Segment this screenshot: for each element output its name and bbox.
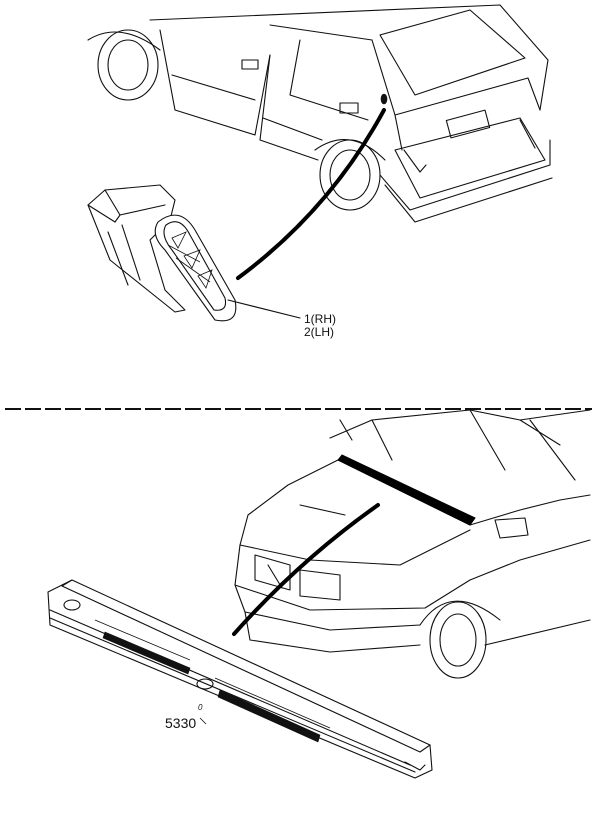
rear-extractor-vent: [87, 184, 237, 322]
rear-vent-leader-line: [236, 108, 386, 280]
rear-vent-callout-leader: [227, 299, 301, 319]
part-number-label: 5330: [165, 715, 197, 731]
front-car-illustration: [234, 409, 591, 679]
rear-car-illustration: [87, 4, 553, 223]
cowl-leader-line: [232, 503, 380, 636]
callout-label-lh: 2(LH): [304, 325, 335, 339]
cowl-location-band: [337, 454, 476, 526]
callout-label-rh: 1(RH): [304, 312, 336, 326]
part-number-leader: [199, 717, 207, 725]
cowl-grille-panel: [47, 579, 433, 779]
part-number-mark: 0: [198, 703, 203, 712]
